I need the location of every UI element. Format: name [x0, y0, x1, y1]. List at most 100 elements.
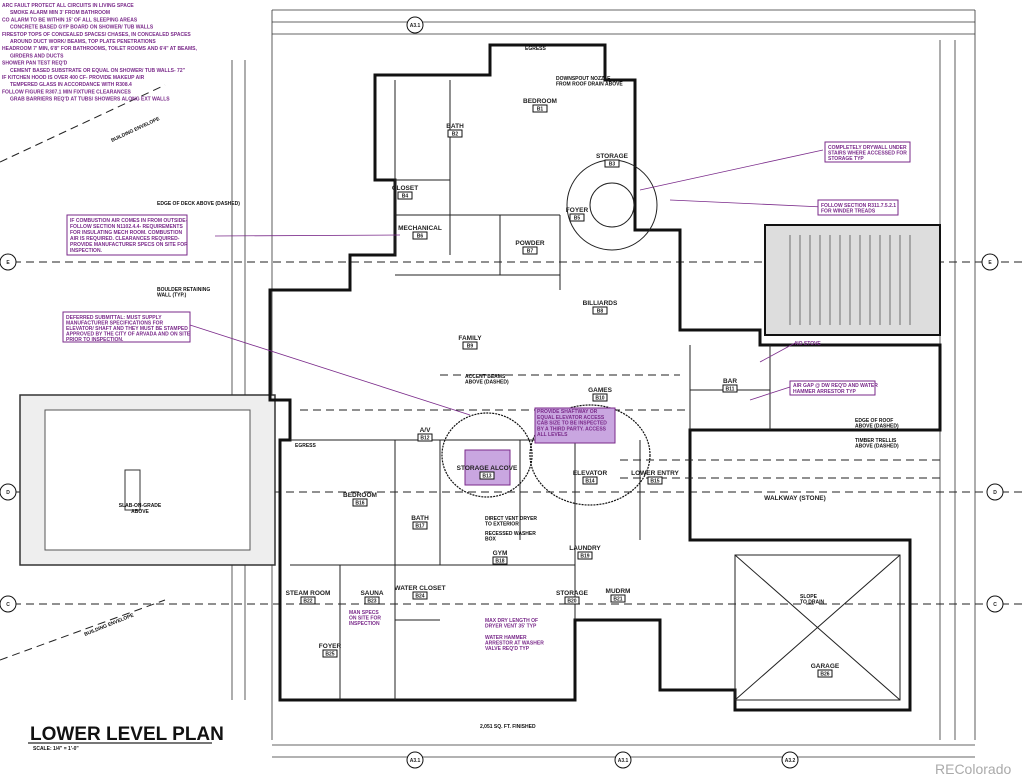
text-line: BY A THIRD PARTY. ACCESS	[537, 426, 607, 432]
grid-tag-label: A3.1	[618, 758, 629, 764]
grid-tag-label: A3.1	[410, 23, 421, 29]
text-line: ABOVE	[131, 509, 149, 515]
general-note: GIRDERS AND DUCTS	[10, 53, 64, 59]
text-line: DEFERRED SUBMITTAL: MUST SUPPLY	[66, 315, 162, 321]
room-number-box	[462, 341, 478, 350]
grid-tag-bubble	[981, 253, 999, 271]
grid-tag-label: E	[6, 260, 10, 266]
grid-tag-label: A3.2	[785, 758, 796, 764]
room-number: B22	[303, 599, 312, 605]
room-number-box	[817, 669, 833, 678]
text-line: AIR IS REQUIRED. CLEARANCES REQUIRED-	[70, 236, 180, 242]
text-line: PRIOR TO INSPECTION.	[66, 337, 124, 343]
text-line: VALVE REQ'D TYP	[485, 646, 530, 652]
text-line: BOULDER RETAINING	[157, 287, 210, 293]
grid-tag-bubble	[781, 751, 799, 769]
room-number: B15	[650, 479, 659, 485]
text-line: BOX	[485, 537, 497, 543]
text-line: ALL LEVELS	[537, 432, 568, 438]
text-line: MAN SPECS	[349, 610, 379, 616]
room-number-box	[569, 213, 585, 222]
text-line: ABOVE (DASHED)	[855, 444, 899, 450]
svg-text:DEFERRED SUBMITTAL: MUST SUPPL: DEFERRED SUBMITTAL: MUST SUPPLYMANUFACTU…	[66, 315, 191, 343]
room-number-box	[610, 594, 626, 603]
room-label: WATER CLOSET	[394, 585, 445, 592]
room-number-box	[397, 191, 413, 200]
room-number-box	[417, 433, 433, 442]
room-label: FAMILY	[458, 335, 482, 342]
grid-tag-label: D	[6, 490, 10, 496]
general-note: FIRESTOP TOPS OF CONCEALED SPACES/ CHASE…	[2, 32, 191, 38]
grid-tag-bubble	[0, 595, 17, 613]
room-label: MECHANICAL	[398, 225, 442, 232]
grid-tag-bubble	[986, 483, 1004, 501]
room-number: B9	[467, 344, 474, 350]
text-line: EQUAL ELEVATOR ACCESS	[537, 415, 605, 421]
text-line: STORAGE TYP	[828, 156, 864, 162]
room-label: LAUNDRY	[569, 545, 601, 552]
text-line: FOR INSULATING MECH ROOM. COMBUSTION	[70, 230, 183, 236]
room-number: B14	[585, 479, 594, 485]
text-line: APPROVED BY THE CITY OF ARVADA AND ON SI…	[66, 332, 191, 338]
room-number-box	[577, 551, 593, 560]
room-number-box	[479, 471, 495, 480]
text-line: AIR GAP @ DW REQ'D AND WATER	[793, 383, 878, 389]
room-number: B7	[527, 249, 534, 255]
room-number: B11	[726, 387, 735, 393]
room-number: B19	[580, 554, 589, 560]
slab-on-grade	[19, 394, 276, 566]
text-line: INSPECTION	[349, 621, 380, 627]
room-number: B25	[325, 652, 334, 658]
room-label: SAUNA	[360, 590, 383, 597]
room-number-box	[722, 384, 738, 393]
room-number-box	[322, 649, 338, 658]
watermark: REColorado	[935, 761, 1011, 777]
room-label: GYM	[493, 550, 508, 557]
text-line: FOR WINDER TREADS	[821, 209, 876, 215]
room-number-box	[447, 129, 463, 138]
building-envelope-label-2: BUILDING ENVELOPE	[84, 612, 136, 638]
room-label: BATH	[411, 515, 429, 522]
text-line: COMPLETELY DRYWALL UNDER	[828, 145, 907, 151]
general-note: IF KITCHEN HOOD IS OVER 400 CF- PROVIDE …	[2, 75, 145, 81]
room-number: B26	[820, 672, 829, 678]
text-line: WATER HAMMER	[485, 635, 527, 641]
room-number-box	[582, 476, 598, 485]
grid-tag-bubble	[406, 751, 424, 769]
egress-label-2: EGRESS	[295, 443, 317, 449]
scale-label: SCALE: 1/4" = 1'-0"	[33, 746, 79, 752]
room-number: B1	[537, 107, 544, 113]
grid-tag-bubble	[614, 751, 632, 769]
room-number: B6	[417, 234, 424, 240]
room-label: STEAM ROOM	[286, 590, 331, 597]
text-line: ABOVE (DASHED)	[465, 380, 509, 386]
room-label: GARAGE	[811, 663, 840, 670]
text-line: FROM ROOF DRAIN ABOVE	[556, 82, 623, 88]
room-number-box	[300, 596, 316, 605]
general-note: HEADROOM 7' MIN, 6'8" FOR BATHROOMS, TOI…	[2, 46, 198, 52]
deck-edge-label: EDGE OF DECK ABOVE (DASHED)	[157, 201, 240, 207]
text-line: ELEVATOR/ SHAFT AND THEY MUST BE STAMPED	[66, 326, 188, 332]
general-note: ARC FAULT PROTECT ALL CIRCUITS IN LIVING…	[2, 3, 134, 9]
room-label: BEDROOM	[523, 98, 557, 105]
room-number-box	[532, 104, 548, 113]
no-stove-note: NO STOVE	[795, 341, 821, 347]
callout-leaders	[189, 149, 824, 416]
grid-tag-label: C	[993, 602, 997, 608]
text-line: FOLLOW SECTION R311.7.5.2.1	[821, 203, 896, 209]
grid-tag-bubble	[986, 595, 1004, 613]
room-number: B4	[402, 194, 409, 200]
